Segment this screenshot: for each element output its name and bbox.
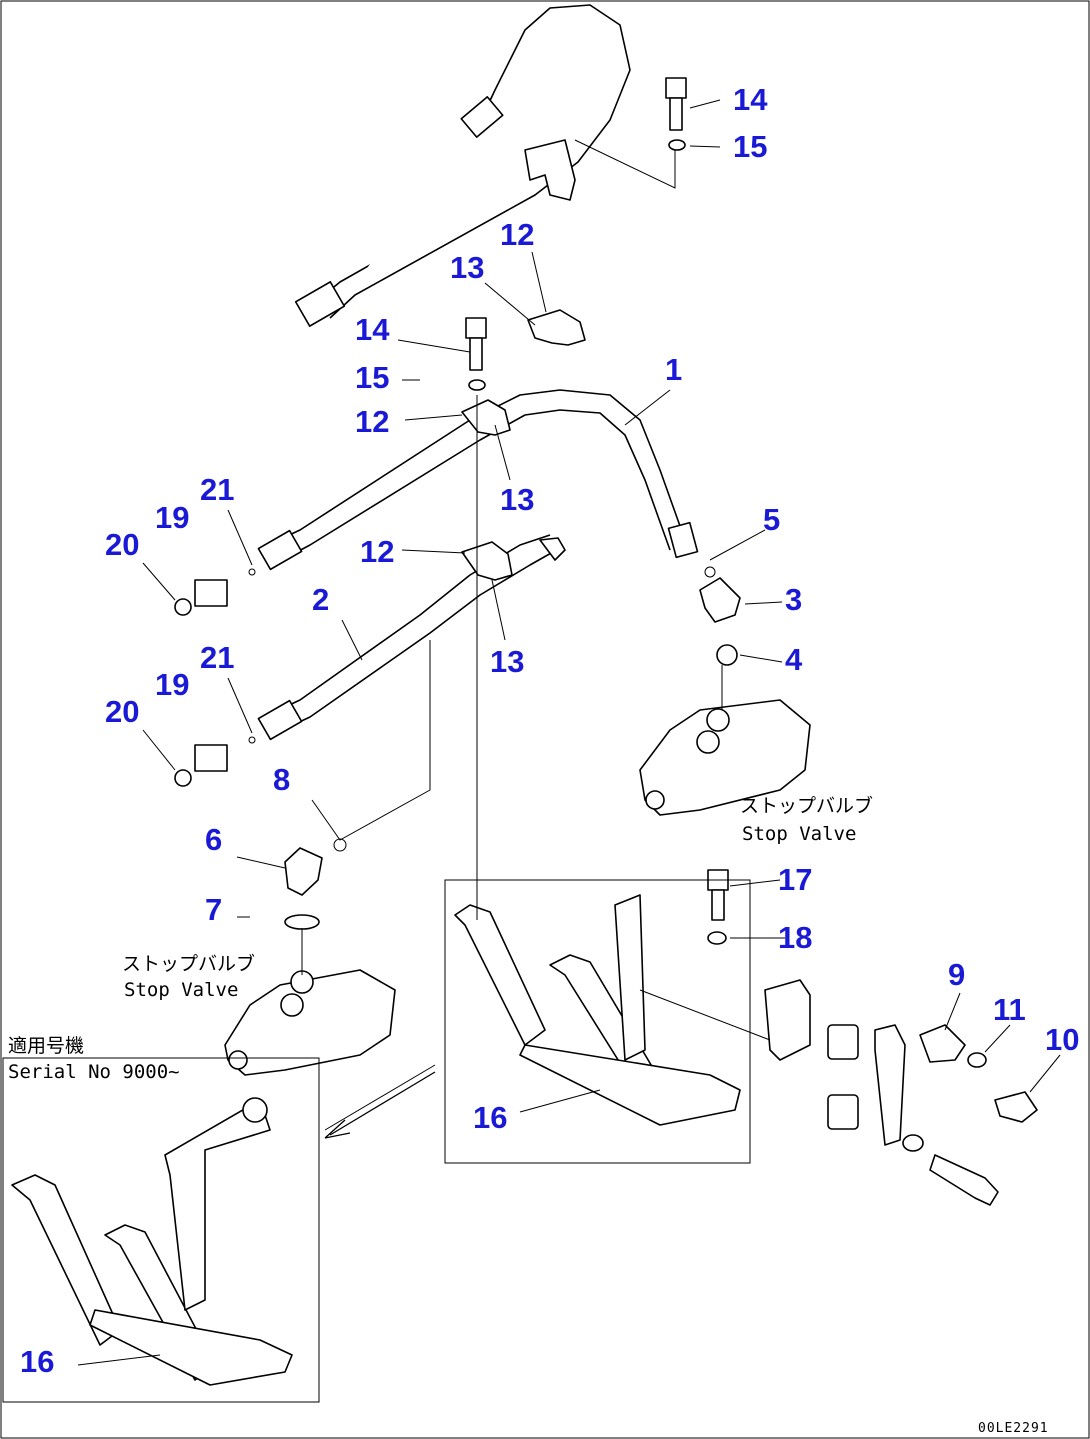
callout-15-top: 15 [733, 129, 767, 164]
callout-2: 2 [312, 582, 329, 617]
callout-9: 9 [948, 957, 965, 992]
callout-12-top: 12 [500, 217, 534, 252]
top-hose [294, 4, 631, 327]
callout-12-mid: 12 [355, 404, 389, 439]
callout-17: 17 [778, 862, 812, 897]
callout-13-low: 13 [490, 644, 524, 679]
callout-13-top: 13 [450, 250, 484, 285]
callout-numbers: 1 2 3 4 5 6 7 8 9 10 11 12 12 12 13 13 1… [20, 82, 1079, 1379]
callout-13-mid: 13 [500, 482, 534, 517]
clamp-part-12 [527, 309, 586, 346]
callout-20-top: 20 [105, 527, 139, 562]
elbow-fitting-part-6 [284, 847, 323, 930]
hose-part-2 [257, 534, 566, 741]
callout-19-top: 19 [155, 500, 189, 535]
o-ring-part-5 [704, 566, 716, 578]
callout-1: 1 [665, 352, 682, 387]
callout-14-top: 14 [733, 82, 768, 117]
callout-18: 18 [778, 920, 812, 955]
stop-valve-label-jp-right: ストップバルブ [740, 794, 873, 817]
fittings-left [174, 568, 256, 787]
callout-4: 4 [785, 642, 803, 677]
stop-valve-label-en-left: Stop Valve [124, 979, 238, 1001]
stop-valve-right [639, 699, 811, 816]
callout-3: 3 [785, 582, 802, 617]
callout-15-mid: 15 [355, 360, 389, 395]
o-ring-part-8 [333, 838, 347, 852]
callout-12-low: 12 [360, 534, 394, 569]
callout-14-mid: 14 [355, 312, 390, 347]
callout-10: 10 [1045, 1022, 1079, 1057]
hose-clamps [461, 399, 513, 581]
variant-arrow-shaft [324, 1064, 436, 1131]
callout-20-low: 20 [105, 694, 139, 729]
bolts-washers [465, 77, 729, 945]
leader-lines [77, 99, 1061, 1366]
callout-5: 5 [763, 502, 780, 537]
serial-label-jp: 適用号機 [8, 1035, 84, 1057]
callout-16-main: 16 [473, 1100, 507, 1135]
callout-8: 8 [273, 762, 290, 797]
stop-valve-label-en-right: Stop Valve [742, 823, 856, 845]
stop-valve-left [224, 969, 396, 1076]
callout-16-variant: 16 [20, 1344, 54, 1379]
serial-label-en: Serial No 9000~ [8, 1061, 180, 1083]
hardware-right [764, 979, 1038, 1206]
serial-variant-box [2, 1057, 320, 1403]
stop-valve-label-jp-left: ストップバルブ [122, 952, 255, 975]
callout-6: 6 [205, 822, 222, 857]
variant-arrow [324, 1071, 436, 1139]
bracket-part-16-main [454, 894, 741, 1126]
callout-21-top: 21 [200, 472, 234, 507]
drawing-code: 00LE2291 [978, 1421, 1049, 1436]
callout-19-low: 19 [155, 667, 189, 702]
bracket-part-16-variant [11, 1097, 293, 1386]
callout-7: 7 [205, 892, 222, 927]
callout-21-low: 21 [200, 640, 234, 675]
elbow-fitting-part-3 [699, 577, 741, 666]
callout-11: 11 [993, 992, 1026, 1027]
bracket-box [444, 879, 751, 1164]
